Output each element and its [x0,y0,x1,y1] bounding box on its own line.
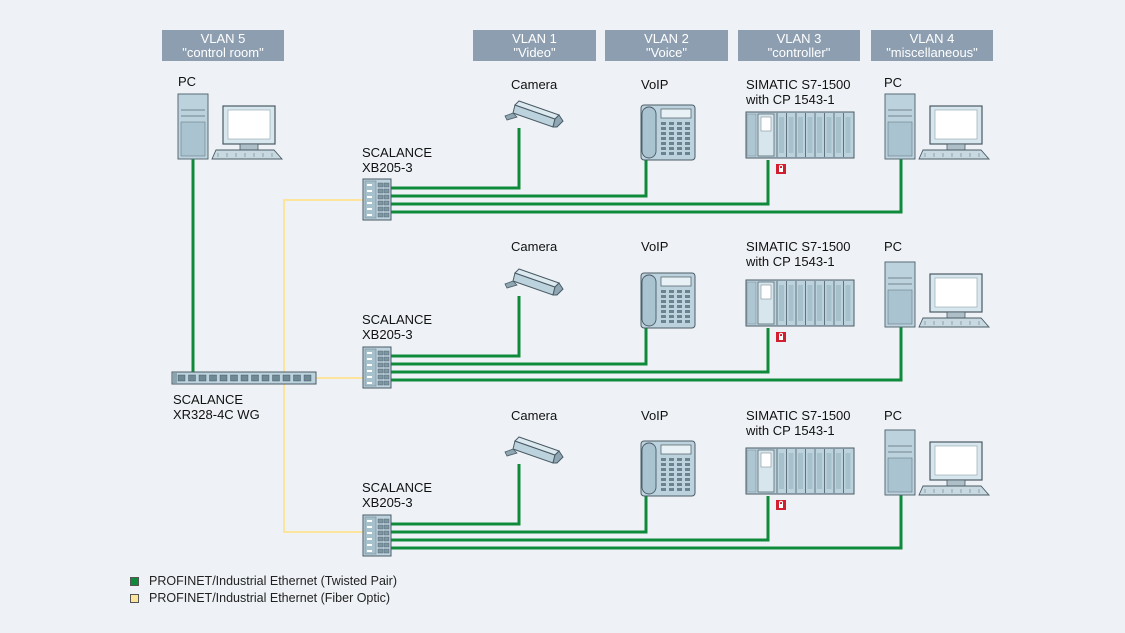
cell-2-link-pc [391,326,903,382]
cell-1-link-plc [391,160,770,206]
vlan-name: VLAN 4 [909,31,955,46]
vlan-header-3: VLAN 3 "controller" [738,30,860,61]
cell-3-link-camera [391,464,521,526]
cell-1-voip-label: VoIP [641,77,669,92]
cell-1-link-camera [391,128,521,190]
cell-1-plc-label-line1: SIMATIC S7-1500 [746,77,851,92]
vlan-description: "miscellaneous" [886,45,978,60]
legend-item-fiber-optic: PROFINET/Industrial Ethernet (Fiber Opti… [130,591,390,605]
cell-3-link-pc [391,494,903,550]
cell-2-camera-label: Camera [511,239,558,254]
vlan-description: "control room" [182,45,264,60]
cell-1-switch-label-line1: SCALANCE [362,145,433,160]
cell-1-link-voip [391,160,648,198]
cell-1-switch-label-line2: XB205-3 [362,160,413,175]
cell-3-switch-label-line1: SCALANCE [362,480,433,495]
cell-1-link-pc [391,158,903,214]
cell-2-camera-icon [504,268,564,296]
control-room-pc-label: PC [178,74,197,89]
vlan-header-1: VLAN 1 "Video" [473,30,596,61]
cell-3-plc-label-line1: SIMATIC S7-1500 [746,408,851,423]
cell-1-plc-icon [745,111,855,159]
vlan-name: VLAN 1 [512,31,557,46]
cell-3-link-plc [391,496,770,542]
vlan-description: "Video" [513,45,556,60]
cell-2-plc-label-line1: SIMATIC S7-1500 [746,239,851,254]
vlan-description: "Voice" [645,45,688,60]
cell-2-security-lock-icon [776,332,786,342]
cell-2-pc-icon [884,261,991,328]
cell-2-link-plc [391,328,770,374]
vlan-header-2: VLAN 2 "Voice" [605,30,728,61]
cell-1-pc-label: PC [884,75,903,90]
cell-2-switch-label-line2: XB205-3 [362,327,413,342]
legend-label: PROFINET/Industrial Ethernet (Twisted Pa… [149,574,397,588]
legend-swatch-yellow [130,594,139,603]
cell-2-voip-label: VoIP [641,239,669,254]
cell-3-switch-icon [362,514,392,557]
cell-1-plc-label-line2: with CP 1543-1 [746,92,835,107]
cell-2-switch-label-line1: SCALANCE [362,312,433,327]
cell-1-camera-icon [504,100,564,128]
cell-3-pc-icon [884,429,991,496]
cell-2-link-camera [391,296,521,358]
cell-3-voip-label: VoIP [641,408,669,423]
cell-3-link-voip [391,496,648,534]
vlan-header-5: VLAN 5 "control room" [162,30,284,61]
cell-2-pc-label: PC [884,239,903,254]
cell-1-voip-phone-icon [640,104,696,161]
cell-3-plc-label-line2: with CP 1543-1 [746,423,835,438]
cell-3-switch-label-line2: XB205-3 [362,495,413,510]
cell-2-switch-icon [362,346,392,389]
legend-item-twisted-pair: PROFINET/Industrial Ethernet (Twisted Pa… [130,574,397,588]
legend-label: PROFINET/Industrial Ethernet (Fiber Opti… [149,591,391,605]
cell-1-camera-label: Camera [511,77,558,92]
fiber-link-ring [283,199,364,533]
core-switch-icon [171,371,317,385]
cell-3-pc-label: PC [884,408,903,423]
cell-2-plc-icon [745,279,855,327]
cell-1-switch-icon [362,178,392,221]
vlan-name: VLAN 2 [644,31,689,46]
legend-swatch-green [130,577,139,586]
vlan-name: VLAN 3 [776,31,822,46]
cell-3-camera-icon [504,436,564,464]
cell-3-camera-label: Camera [511,408,558,423]
cell-2-plc-label-line2: with CP 1543-1 [746,254,835,269]
devices-layer [171,93,991,557]
control-room-pc-icon [177,93,284,160]
cell-3-plc-icon [745,447,855,495]
cell-3-security-lock-icon [776,500,786,510]
core-switch-label-line2: XR328-4C WG [173,407,260,422]
vlan-name: VLAN 5 [200,31,246,46]
cell-1-pc-icon [884,93,991,160]
cell-1-security-lock-icon [776,164,786,174]
vlan-description: "controller" [767,45,831,60]
vlan-header-4: VLAN 4 "miscellaneous" [871,30,993,61]
cell-3-voip-phone-icon [640,440,696,497]
cell-2-link-voip [391,328,648,366]
cell-2-voip-phone-icon [640,272,696,329]
links-layer [191,128,903,550]
core-switch-label-line1: SCALANCE [173,392,244,407]
